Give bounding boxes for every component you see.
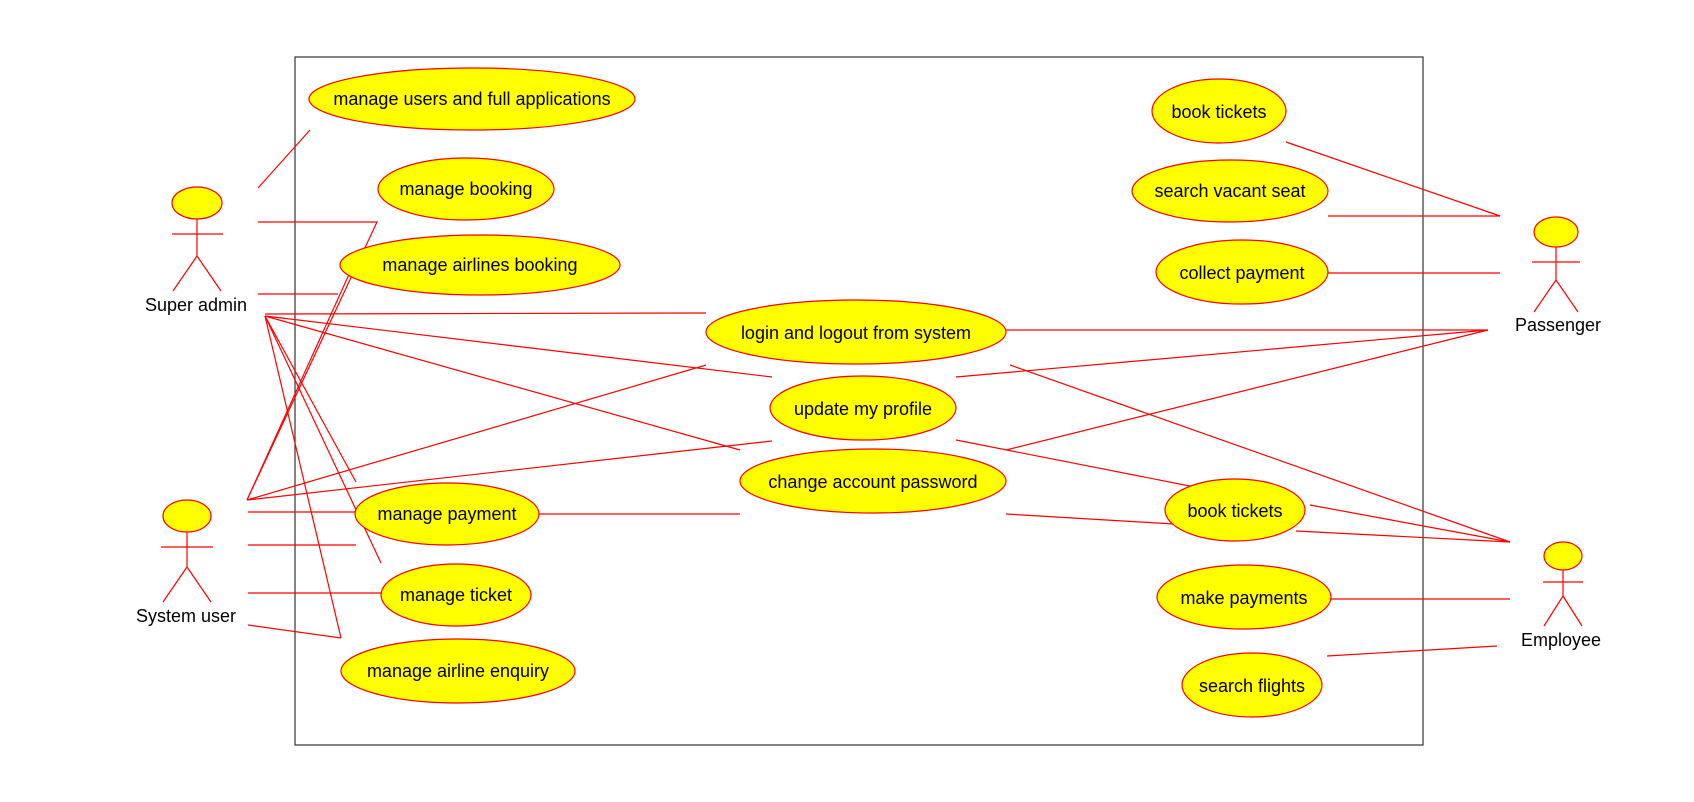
actor-head-icon [171, 186, 223, 220]
assoc-superadmin-enquiry [264, 315, 342, 639]
usecase-change-password[interactable]: change account password [739, 448, 1007, 514]
usecase-label: login and logout from system [741, 323, 971, 343]
assoc-superadmin-login [264, 312, 707, 315]
actor-head-icon [1533, 216, 1579, 248]
assoc-profile-book-tickets [955, 439, 1206, 490]
assoc-superadmin-manage-payment [264, 315, 357, 483]
actor-head-icon [162, 499, 212, 533]
usecase-book-tickets-employee[interactable]: book tickets [1164, 478, 1306, 542]
usecase-manage-ticket[interactable]: manage ticket [380, 563, 532, 627]
usecase-label: manage booking [399, 179, 532, 199]
association-lines [246, 129, 1511, 657]
usecase-label: manage airline enquiry [367, 661, 549, 681]
usecase-search-flights[interactable]: search flights [1181, 652, 1323, 718]
assoc-password-book-tickets [1005, 513, 1175, 525]
actor-label: Super admin [145, 295, 247, 315]
usecase-label: search flights [1199, 676, 1305, 696]
assoc-passenger-book-tickets [1285, 141, 1501, 217]
usecase-label: book tickets [1187, 501, 1282, 521]
usecase-manage-users[interactable]: manage users and full applications [308, 67, 636, 131]
usecase-label: manage users and full applications [333, 89, 610, 109]
usecase-search-vacant-seat[interactable]: search vacant seat [1131, 159, 1329, 223]
actor-system-user[interactable]: System user [136, 499, 236, 626]
actor-super-admin[interactable]: Super admin [145, 186, 247, 315]
usecase-label: book tickets [1171, 102, 1266, 122]
assoc-superadmin-change-password [264, 315, 741, 451]
usecase-login-logout[interactable]: login and logout from system [705, 299, 1007, 365]
assoc-employee-book-tickets-2 [1295, 530, 1511, 543]
usecase-label: make payments [1180, 588, 1307, 608]
actor-passenger[interactable]: Passenger [1515, 216, 1601, 335]
assoc-passenger-change-password [1005, 329, 1489, 451]
actors: Super admin System user Passenger [136, 186, 1601, 650]
usecase-label: update my profile [794, 399, 932, 419]
usecase-label: search vacant seat [1154, 181, 1305, 201]
actor-employee[interactable]: Employee [1521, 541, 1601, 650]
usecase-manage-airlines-booking[interactable]: manage airlines booking [339, 234, 621, 296]
assoc-employee-search-flights [1326, 645, 1498, 657]
assoc-passenger-update-profile [955, 329, 1489, 378]
assoc-sysuser-manage-booking [246, 269, 352, 501]
assoc-employee-login [1009, 364, 1511, 543]
usecase-label: manage payment [377, 504, 516, 524]
assoc-superadmin-manage-users [257, 129, 311, 189]
assoc-sysuser-update-profile [246, 440, 773, 501]
actor-label: Passenger [1515, 315, 1601, 335]
usecase-label: manage ticket [400, 585, 512, 605]
assoc-sysuser-login [246, 364, 707, 501]
actor-label: System user [136, 606, 236, 626]
assoc-superadmin-update-profile [264, 315, 773, 378]
usecase-make-payments[interactable]: make payments [1156, 564, 1332, 630]
usecase-book-tickets-passenger[interactable]: book tickets [1151, 78, 1287, 144]
usecase-collect-payment[interactable]: collect payment [1155, 239, 1329, 305]
assoc-superadmin-manage-booking [246, 221, 378, 501]
actor-label: Employee [1521, 630, 1601, 650]
actor-head-icon [1543, 541, 1583, 571]
assoc-sysuser-enquiry [247, 624, 342, 639]
usecase-manage-booking[interactable]: manage booking [377, 157, 555, 221]
usecase-label: collect payment [1179, 263, 1304, 283]
usecase-manage-payment[interactable]: manage payment [354, 482, 540, 546]
usecase-label: manage airlines booking [382, 255, 577, 275]
assoc-employee-book-tickets-1 [1309, 504, 1511, 543]
usecase-update-profile[interactable]: update my profile [769, 375, 957, 441]
usecase-manage-airline-enquiry[interactable]: manage airline enquiry [340, 638, 576, 704]
usecase-label: change account password [768, 472, 977, 492]
usecases: manage users and full applications manag… [308, 67, 1332, 718]
system-boundary [294, 56, 1424, 746]
